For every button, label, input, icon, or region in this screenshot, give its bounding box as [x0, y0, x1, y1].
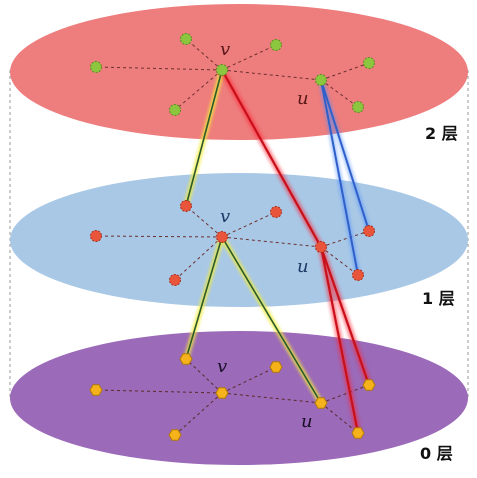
- layer-1-title: 1 层: [422, 289, 455, 308]
- node-u: [315, 74, 327, 86]
- node: [180, 200, 192, 212]
- node-v: [216, 64, 228, 76]
- search-path-blue: [318, 79, 372, 276]
- node-u: [315, 241, 327, 253]
- node: [363, 57, 375, 69]
- layer-0-label-u: u: [301, 411, 313, 432]
- layer-2-edges: [95, 38, 370, 111]
- layer-0-edges: [95, 358, 370, 436]
- node-v: [216, 231, 228, 243]
- layer-1-plane: [10, 173, 468, 307]
- node: [180, 33, 192, 45]
- node: [269, 361, 283, 373]
- node: [363, 225, 375, 237]
- layer-2-nodes: [90, 33, 375, 116]
- search-path-yellow: [183, 69, 324, 405]
- node: [270, 206, 282, 218]
- search-path-red: [219, 68, 372, 434]
- node: [90, 61, 102, 73]
- layer-2-plane: [10, 4, 468, 140]
- node: [352, 269, 364, 281]
- layer-1-label-u: u: [297, 256, 309, 277]
- layer-2-title: 2 层: [425, 124, 458, 143]
- node: [90, 230, 102, 242]
- layer-1-nodes: [90, 200, 375, 286]
- node: [169, 104, 181, 116]
- layer-1-label-v: v: [220, 206, 230, 227]
- layer-0-label-v: v: [217, 356, 227, 377]
- node: [179, 353, 193, 365]
- layer-0-plane: [10, 331, 468, 465]
- node: [169, 274, 181, 286]
- layer-1-edges: [95, 205, 370, 281]
- node: [352, 101, 364, 113]
- node-v: [215, 387, 229, 399]
- node: [351, 427, 365, 439]
- node: [270, 39, 282, 51]
- node: [362, 379, 376, 391]
- node: [89, 384, 103, 396]
- node: [168, 429, 182, 441]
- node-u: [314, 397, 328, 409]
- layer-2-label-u: u: [297, 88, 309, 109]
- layer-0-title: 0 层: [420, 444, 453, 463]
- layer-0-nodes: [89, 353, 376, 441]
- layer-2-label-v: v: [220, 39, 230, 60]
